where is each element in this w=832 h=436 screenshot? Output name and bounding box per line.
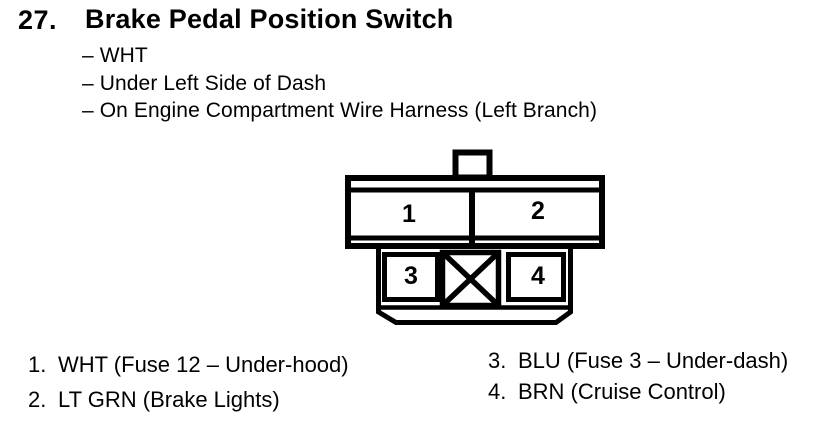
legend-item-number: 4.	[488, 379, 507, 404]
legend-item-text: BLU (Fuse 3 – Under-dash)	[518, 348, 789, 373]
pin4-cavity	[506, 252, 566, 302]
legend-item-pin3: 3. BLU (Fuse 3 – Under-dash)	[488, 348, 788, 374]
detail-line-harness: – On Engine Compartment Wire Harness (Le…	[82, 99, 598, 122]
legend-item-text: WHT (Fuse 12 – Under-hood)	[58, 352, 349, 377]
connector-diagram: 1 2 3 4	[330, 140, 620, 335]
pin-label-2: 2	[531, 197, 545, 225]
detail-line-location: – Under Left Side of Dash	[82, 71, 327, 95]
legend-item-number: 3.	[488, 348, 507, 373]
pin-label-3: 3	[404, 262, 418, 290]
legend-item-text: BRN (Cruise Control)	[518, 379, 726, 404]
legend-item-pin4: 4. BRN (Cruise Control)	[488, 379, 788, 405]
connector-lower-body	[376, 249, 573, 325]
pin3-cavity	[382, 252, 440, 302]
detail-line-color: – WHT	[82, 44, 148, 67]
pin-legend-left-column: 1. WHT (Fuse 12 – Under-hood) 2. LT GRN …	[28, 352, 349, 413]
connector-line-art	[345, 149, 605, 325]
legend-item-text: LT GRN (Brake Lights)	[58, 387, 280, 412]
legend-item-pin2: 2. LT GRN (Brake Lights)	[28, 387, 349, 413]
item-title: Brake Pedal Position Switch	[85, 4, 454, 34]
keyway-x-diagonal-2	[441, 251, 500, 307]
pin-legend-right-column: 3. BLU (Fuse 3 – Under-dash) 4. BRN (Cru…	[488, 348, 788, 405]
pin-label-4: 4	[531, 262, 545, 290]
item-details: – WHT – Under Left Side of Dash – On Eng…	[82, 42, 597, 125]
legend-item-number: 2.	[28, 387, 47, 412]
item-number: 27.	[18, 5, 58, 35]
connector-tab	[452, 149, 493, 181]
legend-item-pin1: 1. WHT (Fuse 12 – Under-hood)	[28, 352, 349, 378]
pin-label-1: 1	[402, 200, 416, 228]
legend-item-number: 1.	[28, 352, 47, 377]
